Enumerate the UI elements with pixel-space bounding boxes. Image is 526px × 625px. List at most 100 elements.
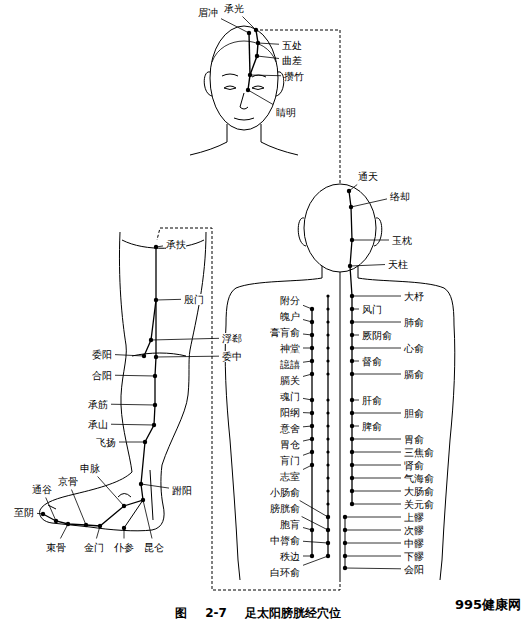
leader-line <box>352 348 401 349</box>
leader-line <box>345 568 401 570</box>
mouth <box>234 118 254 120</box>
leader-lines <box>37 17 401 569</box>
acupoint-label: 束骨 <box>46 542 66 553</box>
leader-line <box>345 543 401 544</box>
acupoint-dot <box>310 411 314 415</box>
acupoint-dot <box>310 307 314 311</box>
leader-line <box>352 439 401 440</box>
acupoint-label: 京骨 <box>58 476 78 487</box>
acupoint-label: 心俞 <box>404 343 424 354</box>
acupoint-dot <box>326 320 329 323</box>
leader-line <box>352 478 401 479</box>
acupoint-dot <box>310 333 314 337</box>
acupoint-dot <box>139 482 143 486</box>
leader-line <box>352 322 401 323</box>
acupoint-dot <box>343 541 347 545</box>
acupoint-label: 膈关 <box>280 375 300 386</box>
acupoint-label: 金门 <box>84 542 104 553</box>
acupoint-dot <box>350 502 354 506</box>
acupoint-dot <box>350 359 354 363</box>
acupoint-dot <box>154 245 158 249</box>
acupoint-dot <box>326 398 329 401</box>
acupoint-label: 膀胱俞 <box>270 503 300 514</box>
acupoint-dot <box>326 437 329 440</box>
acupoint-dot <box>141 498 145 502</box>
leader-line <box>352 374 401 375</box>
acupoint-label: 睛明 <box>276 107 296 118</box>
acupoint-label: 合阳 <box>92 370 112 381</box>
acupoint-label: 大杼 <box>404 291 424 302</box>
acupoint-label: 小肠俞 <box>270 487 300 498</box>
acupoint-dot <box>98 524 102 528</box>
acupoint-dot <box>153 374 157 378</box>
acupoint-dot <box>326 372 329 375</box>
acupoint-label: 承光 <box>224 3 244 14</box>
neck-shoulder <box>190 124 227 155</box>
acupoint-label: 中髎 <box>404 538 424 549</box>
achilles-line <box>150 470 153 520</box>
torso-outline <box>358 266 455 580</box>
leader-line <box>300 501 328 518</box>
acupoint-label: 脾俞 <box>362 421 382 432</box>
acupoint-label: 殷门 <box>184 294 204 305</box>
acupoint-dot <box>143 440 147 444</box>
acupoint-dot <box>350 476 354 480</box>
acupoint-label: 中膂俞 <box>270 535 300 546</box>
acupoint-dot <box>326 294 329 297</box>
torso-outline <box>225 266 322 580</box>
acupoint-dot <box>310 346 314 350</box>
acupoint-label: 胞肓 <box>280 519 300 530</box>
acupoint-label: 三焦俞 <box>404 447 434 458</box>
watermark: 995健康网 <box>455 597 521 612</box>
eye <box>224 86 236 90</box>
acupoint-dot <box>326 411 329 414</box>
acupoint-label: 络却 <box>390 191 410 202</box>
leader-line <box>243 17 257 31</box>
acupoint-dot <box>350 238 354 242</box>
acupoint-label: 督俞 <box>362 356 382 367</box>
acupoint-dot <box>310 320 314 324</box>
acupoint-dot <box>247 31 251 35</box>
acupoint-dot <box>310 437 314 441</box>
acupoint-label: 眉冲 <box>198 7 218 18</box>
acupoint-dot <box>152 423 156 427</box>
acupoint-dot <box>256 41 260 45</box>
leader-line <box>221 19 249 33</box>
acupoint-dot <box>254 28 258 32</box>
acupoint-dot <box>310 359 314 363</box>
acupoint-label: 膈俞 <box>404 369 424 380</box>
acupoint-label: 飞扬 <box>96 437 116 448</box>
acupoint-dot <box>350 489 354 493</box>
acupoint-label: 下髎 <box>404 551 424 562</box>
acupoint-dot <box>326 424 329 427</box>
acupoint-label: 委中 <box>222 351 242 362</box>
leader-line <box>156 299 181 301</box>
leader-line <box>156 356 219 358</box>
acupoint-label: 秩边 <box>280 551 300 562</box>
leader-line <box>352 296 401 297</box>
acupoint-label: 天柱 <box>388 259 408 270</box>
acupoint-dot <box>350 372 354 376</box>
acupoint-dot <box>350 346 354 350</box>
leader-line <box>352 413 401 414</box>
decorative-dots <box>326 294 329 505</box>
acupoint-label: 胃俞 <box>404 434 424 445</box>
leader-line <box>352 504 401 505</box>
leader-line <box>352 465 401 466</box>
acupoint-dot <box>326 515 330 519</box>
acupoint-dot <box>326 476 329 479</box>
acupoint-dot <box>66 522 70 526</box>
acupoint-dot <box>154 355 158 359</box>
acupoint-dot <box>310 424 314 428</box>
leader-line <box>350 265 385 266</box>
malleolus <box>118 494 131 498</box>
acupoint-dot <box>350 411 354 415</box>
acupoint-label: 承筋 <box>88 399 108 410</box>
acupoint-label: 胃仓 <box>280 439 300 450</box>
acupoint-label: 至阴 <box>14 507 34 518</box>
acupoint-dot <box>350 307 354 311</box>
acupoint-dot <box>153 403 157 407</box>
leader-line <box>143 500 152 539</box>
acupoint-label: 气海俞 <box>404 473 434 484</box>
